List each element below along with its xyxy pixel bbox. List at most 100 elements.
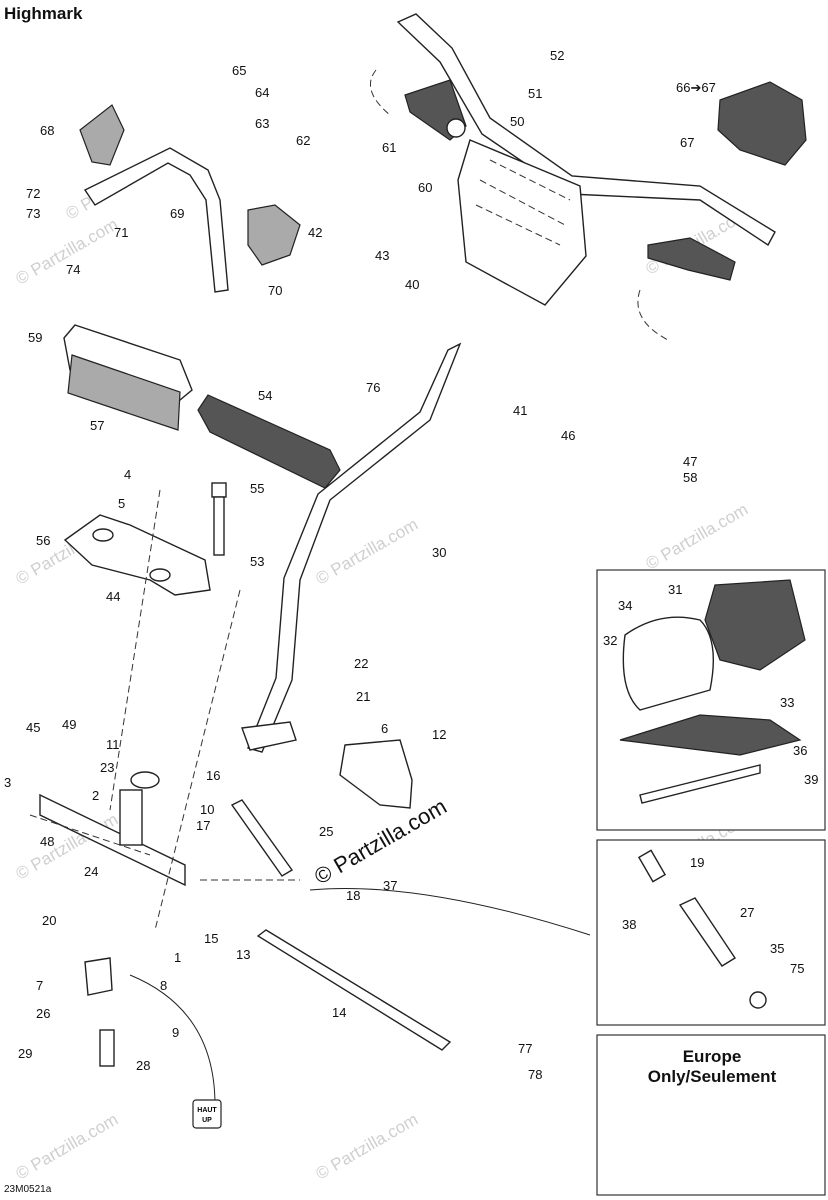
callout-label: 64: [255, 85, 269, 100]
haut-label: HAUT: [197, 1107, 217, 1114]
callout-label: 67: [680, 135, 694, 150]
bracket-45: [339, 739, 413, 809]
callout-label: 29: [18, 1046, 32, 1061]
callout-label: 23: [100, 760, 114, 775]
callout-label: 17: [196, 818, 210, 833]
callout-label: 36: [793, 743, 807, 758]
callout-label: 56: [36, 533, 50, 548]
callout-label: 21: [356, 689, 370, 704]
pad-57: [197, 394, 341, 489]
callout-label: 9: [172, 1025, 179, 1040]
diagram-title: Highmark: [4, 4, 83, 23]
callout-label: 62: [296, 133, 310, 148]
callout-label: 30: [432, 545, 446, 560]
callout-label: 45: [26, 720, 40, 735]
callout-label: 54: [258, 388, 272, 403]
callout-label: 53: [250, 554, 264, 569]
watermark: © Partzilla.com: [643, 500, 752, 574]
callout-label: 35: [770, 941, 784, 956]
callout-label: 65: [232, 63, 246, 78]
callout-label: 18: [346, 888, 360, 903]
callout-label: 32: [603, 633, 617, 648]
callout-label: 73: [26, 206, 40, 221]
callout-label: 69: [170, 206, 184, 221]
callout-label: 5: [118, 496, 125, 511]
callout-label: 6: [381, 721, 388, 736]
callout-label: 47: [683, 454, 697, 469]
bolt-4: [211, 482, 227, 556]
handlebar: [396, 13, 776, 306]
steering-column: [241, 342, 462, 753]
callout-label: 13: [236, 947, 250, 962]
callout-label: 50: [510, 114, 524, 129]
callout-label: 14: [332, 1005, 346, 1020]
callout-label: 63: [255, 116, 269, 131]
steering-link: [230, 799, 294, 877]
callout-label: 37: [383, 878, 397, 893]
callout-label: 42: [308, 225, 322, 240]
callout-label: 46: [561, 428, 575, 443]
callout-label: 8: [160, 978, 167, 993]
tie-rod-26: [256, 929, 452, 1051]
callout-label: 70: [268, 283, 282, 298]
callout-label: 66➔67: [676, 80, 716, 95]
callout-label: 76: [366, 380, 380, 395]
callout-label: 58: [683, 470, 697, 485]
callout-label: 60: [418, 180, 432, 195]
haut-up-tag: HAUT UP: [192, 1099, 222, 1129]
callout-label: 11: [106, 737, 120, 752]
callout-label: 2: [92, 788, 99, 803]
boot-30: [619, 579, 806, 804]
callout-label: 68: [40, 123, 54, 138]
callout-label: 39: [804, 772, 818, 787]
watermark: © Partzilla.com: [313, 515, 422, 589]
pad-59: [63, 324, 193, 431]
europe-line1: Europe: [683, 1047, 742, 1066]
callout-label: 25: [319, 824, 333, 839]
inset-europe: [596, 1034, 826, 1196]
callout-label: 10: [200, 802, 214, 817]
callout-label: 20: [42, 913, 56, 928]
callout-label: 31: [668, 582, 682, 597]
guard-68-top: [79, 104, 125, 166]
callout-label: 61: [382, 140, 396, 155]
left-grip: [404, 79, 467, 141]
callout-label: 55: [250, 481, 264, 496]
callout-label: 1: [174, 950, 181, 965]
callout-label: 74: [66, 262, 80, 277]
left-bracket: [39, 771, 186, 1067]
callout-label: 49: [62, 717, 76, 732]
callout-label: 12: [432, 727, 446, 742]
guard-68-right: [247, 204, 301, 266]
callout-label: 3: [4, 775, 11, 790]
callout-label: 41: [513, 403, 527, 418]
callout-label: 59: [28, 330, 42, 345]
watermark: © Partzilla.com: [13, 215, 122, 289]
watermark-center: © Partzilla.com: [310, 794, 451, 890]
callout-label: 27: [740, 905, 754, 920]
callout-label: 33: [780, 695, 794, 710]
callout-label: 43: [375, 248, 389, 263]
europe-line2: Only/Seulement: [648, 1067, 777, 1086]
callout-label: 57: [90, 418, 104, 433]
callout-label: 71: [114, 225, 128, 240]
drawing-code: 23M0521a: [4, 1184, 52, 1195]
callout-label: 28: [136, 1058, 150, 1073]
callout-label: 26: [36, 1006, 50, 1021]
callout-label: 24: [84, 864, 98, 879]
watermark: © Partzilla.com: [313, 1110, 422, 1184]
callout-label: 19: [690, 855, 704, 870]
cover-66: [717, 81, 807, 166]
callout-label: 77: [518, 1041, 532, 1056]
callout-label: 44: [106, 589, 120, 604]
callout-label: 72: [26, 186, 40, 201]
callout-label: 34: [618, 598, 632, 613]
watermark: © Partzilla.com: [13, 1110, 122, 1184]
callout-label: 40: [405, 277, 419, 292]
up-label: UP: [202, 1117, 212, 1124]
callout-label: 38: [622, 917, 636, 932]
callout-label: 16: [206, 768, 220, 783]
plate-53: [63, 514, 211, 596]
